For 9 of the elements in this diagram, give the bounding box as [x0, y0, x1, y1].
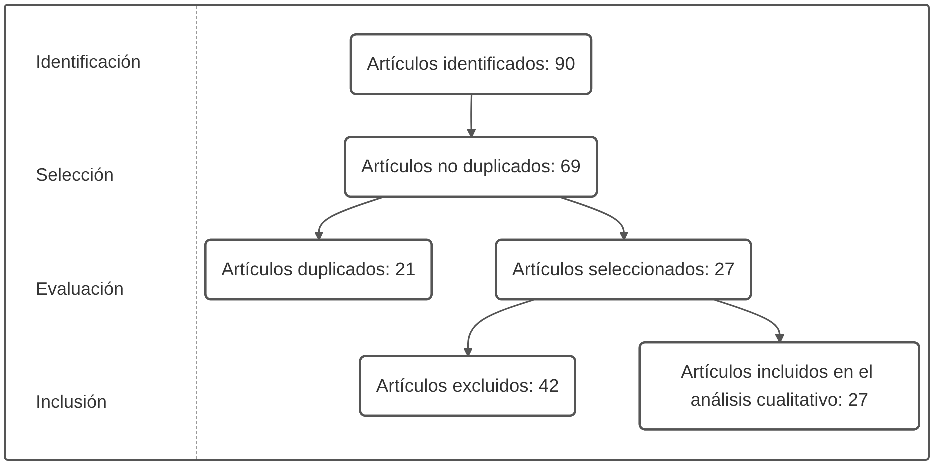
- arrow: [464, 300, 534, 358]
- arrow: [560, 197, 629, 242]
- stage-label: Selección: [35, 165, 116, 186]
- stage-label: Evaluación: [35, 278, 126, 300]
- stage-label: Inclusión: [35, 392, 108, 413]
- arrow: [314, 197, 384, 242]
- stage-label: Identificación: [35, 52, 142, 74]
- arrow: [466, 95, 476, 139]
- arrow: [714, 300, 785, 344]
